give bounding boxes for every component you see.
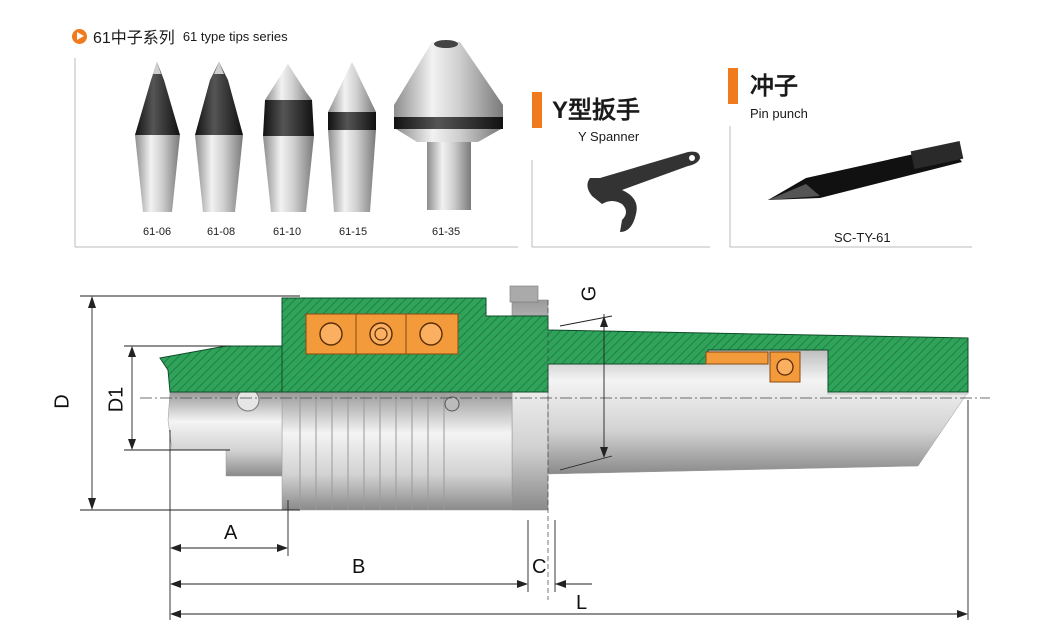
tip-label: 61-06 (143, 226, 172, 238)
tip-label: 61-08 (207, 226, 236, 238)
tip-label: 61-35 (432, 226, 461, 238)
dim-label-G: G (578, 285, 601, 302)
dim-label-B: B (352, 556, 366, 578)
spanner-accent-bar (532, 92, 542, 128)
tip-label: 61-15 (339, 226, 368, 238)
tip-61-10 (263, 64, 314, 212)
tip-61-06 (135, 62, 180, 212)
tip-61-08 (195, 62, 243, 212)
front-spindle (167, 391, 283, 477)
dim-label-D: D (51, 394, 74, 409)
spanner-title: Y型扳手 (552, 97, 641, 124)
section-spindle (159, 345, 283, 393)
dim-label-A: A (224, 522, 238, 544)
dimension-arrows (88, 296, 968, 618)
play-icon (72, 28, 87, 44)
dimension-lines (80, 295, 969, 620)
dim-label-C: C (532, 556, 547, 578)
body-grooves (299, 392, 445, 510)
main-body (281, 391, 513, 511)
pin-punch-image (768, 140, 964, 200)
punch-accent-bar (728, 68, 738, 104)
lock-screw (444, 396, 460, 412)
punch-model: SC-TY-61 (834, 230, 891, 245)
front-bearings (305, 313, 459, 355)
tip-61-35 (394, 40, 503, 210)
series-title-zh: 61中子系列 (93, 30, 175, 47)
y-spanner-image (587, 151, 700, 232)
dim-label-D1: D1 (105, 386, 128, 413)
punch-title: 冲子 (750, 73, 798, 100)
rear-bearing (705, 351, 801, 383)
spanner-subtitle: Y Spanner (578, 129, 640, 144)
series-heading: 61中子系列 61 type tips series (72, 24, 288, 48)
punch-subtitle: Pin punch (750, 106, 808, 121)
series-title-en: 61 type tips series (182, 28, 288, 44)
tip-label: 61-10 (273, 226, 302, 238)
dim-label-L: L (576, 592, 588, 614)
tip-61-15 (328, 62, 376, 212)
